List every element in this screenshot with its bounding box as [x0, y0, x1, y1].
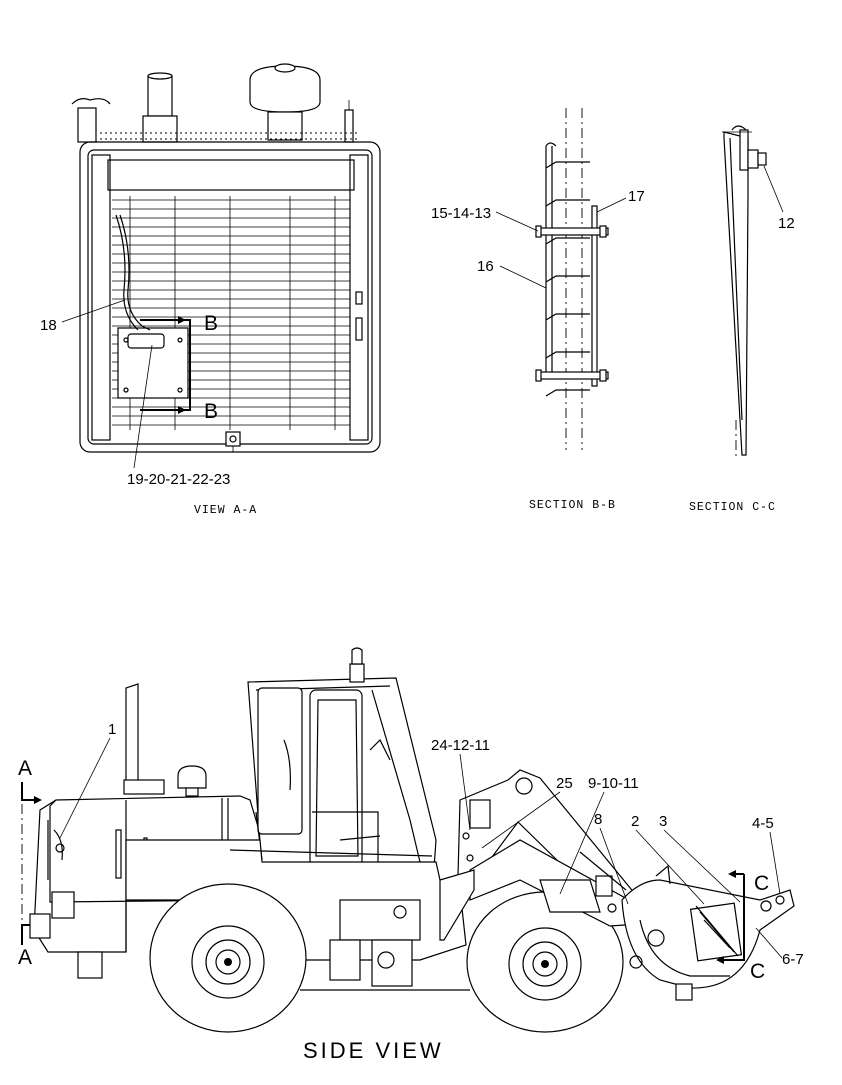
guard-bracket	[545, 389, 590, 397]
callout-17: 17	[628, 188, 645, 205]
section-c-c-caption: SECTION C-C	[689, 501, 776, 514]
section-c-c: 12 SECTION C-C	[689, 125, 795, 514]
guard-brackets	[545, 161, 590, 397]
rear-wheel	[149, 883, 307, 1033]
section-marker-b-bottom: B	[204, 400, 218, 423]
top-components	[71, 63, 360, 143]
callout-3: 3	[659, 813, 667, 830]
callout-6-7: 6-7	[782, 951, 804, 968]
callout-8: 8	[594, 811, 602, 828]
view-arrow-a: A A	[18, 757, 42, 969]
callout-4-5: 4-5	[752, 815, 774, 832]
view-a-a: B B 18 19-20-21-22-23 VIEW A-A	[40, 63, 381, 517]
guard-bracket	[545, 237, 590, 245]
guard-bracket	[545, 351, 590, 359]
callout-1: 1	[108, 721, 116, 738]
side-view-caption: SIDE VIEW	[303, 1038, 444, 1063]
guard-bracket	[545, 313, 590, 321]
section-marker-b-top: B	[204, 312, 218, 335]
callout-16: 16	[477, 258, 494, 275]
front-wheel	[466, 891, 624, 1033]
radiator-guard-frame	[79, 141, 381, 453]
callout-24-12-11: 24-12-11	[431, 737, 490, 754]
section-marker-c-top: C	[754, 872, 769, 895]
callout-25: 25	[556, 775, 573, 792]
section-b-b-caption: SECTION B-B	[529, 499, 616, 512]
callout-12-top: 12	[778, 215, 795, 232]
radiator-grille	[112, 196, 350, 430]
guard-bracket	[545, 275, 590, 283]
guard-bracket	[545, 199, 590, 207]
decal-plate	[117, 316, 191, 414]
view-marker-a-bottom: A	[18, 946, 32, 969]
callout-18: 18	[40, 317, 57, 334]
side-view-loader: A A	[18, 647, 804, 1063]
section-b-b: 15-14-13 16 17 SECTION B-B	[431, 108, 645, 512]
view-a-a-caption: VIEW A-A	[194, 504, 257, 517]
loader-linkage	[439, 769, 641, 941]
callout-2: 2	[631, 813, 639, 830]
callout-9-10-11: 9-10-11	[588, 775, 639, 792]
section-marker-c-bottom: C	[750, 960, 765, 983]
bucket: C C	[621, 864, 795, 1001]
guard-bracket	[545, 161, 590, 169]
view-marker-a-top: A	[18, 757, 32, 780]
operator-cab	[247, 647, 437, 869]
callout-15-14-13: 15-14-13	[431, 205, 491, 222]
drivetrain	[300, 899, 470, 991]
callout-19-23: 19-20-21-22-23	[127, 471, 230, 488]
